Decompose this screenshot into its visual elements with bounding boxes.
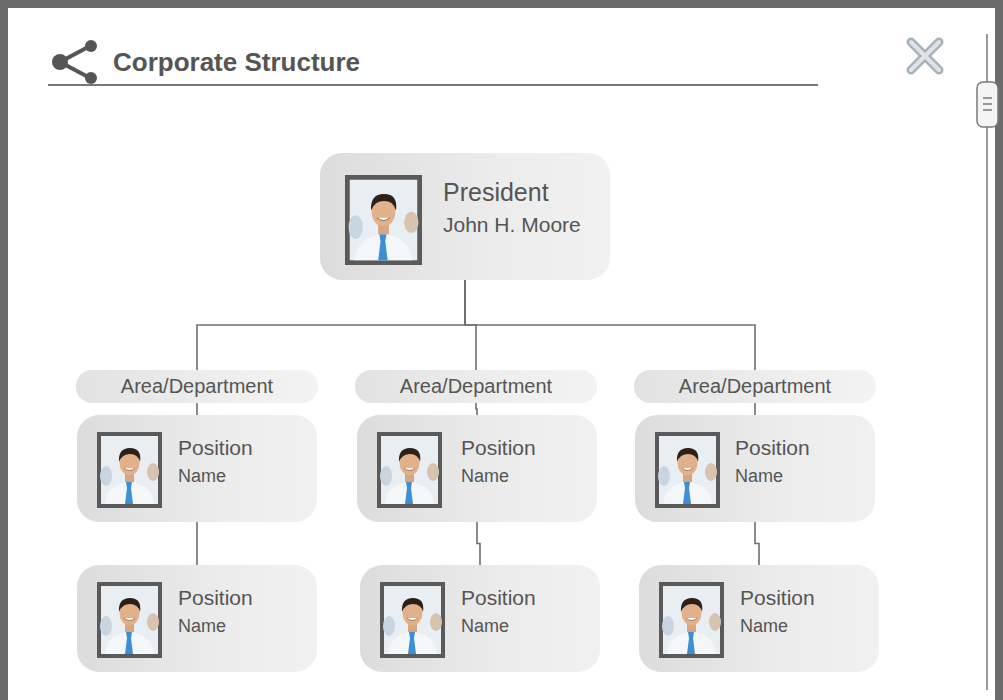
position-title: Position <box>178 435 253 461</box>
text-group: Area/Department <box>76 370 318 403</box>
portrait-photo <box>380 582 445 658</box>
position-title: Position <box>740 585 815 611</box>
person-name: Name <box>461 465 536 488</box>
portrait-photo <box>97 582 162 658</box>
position-box: PositionName <box>360 565 600 672</box>
org-connector <box>197 280 465 370</box>
person-name: Name <box>461 615 536 638</box>
title-rule <box>48 84 818 86</box>
scrollbar <box>977 34 998 690</box>
panel-title: Corporate Structure <box>113 47 360 78</box>
org-connector <box>755 522 759 565</box>
position-box: PositionName <box>357 415 597 522</box>
text-group: PositionName <box>461 585 536 638</box>
department-label: Area/Department <box>679 374 831 399</box>
position-box: PositionName <box>77 415 317 522</box>
org-connector <box>196 403 198 415</box>
org-connector <box>196 522 198 565</box>
text-group: PositionName <box>178 435 253 488</box>
portrait-photo <box>655 432 720 508</box>
person-name: Name <box>735 465 810 488</box>
text-group: PositionName <box>735 435 810 488</box>
text-group: PositionName <box>461 435 536 488</box>
department-band: Area/Department <box>634 370 876 403</box>
department-band: Area/Department <box>355 370 597 403</box>
portrait-photo <box>97 432 162 508</box>
position-box: PositionName <box>635 415 875 522</box>
text-group: Area/Department <box>634 370 876 403</box>
text-group: PositionName <box>740 585 815 638</box>
person-name: John H. Moore <box>443 212 581 238</box>
portrait-photo <box>377 432 442 508</box>
position-title: Position <box>178 585 253 611</box>
department-label: Area/Department <box>121 374 273 399</box>
person-name: Name <box>178 465 253 488</box>
share-icon <box>52 40 97 84</box>
org-connector <box>465 280 755 370</box>
position-box: PresidentJohn H. Moore <box>320 153 610 280</box>
position-title: Position <box>461 435 536 461</box>
org-connector <box>477 522 480 565</box>
portrait-photo <box>659 582 724 658</box>
close-icon <box>911 42 939 70</box>
person-name: Name <box>740 615 815 638</box>
text-group: Area/Department <box>355 370 597 403</box>
org-connector <box>476 403 477 415</box>
position-title: Position <box>461 585 536 611</box>
text-group: PresidentJohn H. Moore <box>443 177 581 239</box>
position-box: PositionName <box>639 565 879 672</box>
position-box: PositionName <box>77 565 317 672</box>
department-label: Area/Department <box>400 374 552 399</box>
portrait-photo <box>345 175 422 265</box>
text-group: PositionName <box>178 585 253 638</box>
org-connector <box>754 403 756 415</box>
department-band: Area/Department <box>76 370 318 403</box>
position-title: Position <box>735 435 810 461</box>
person-name: Name <box>178 615 253 638</box>
position-title: President <box>443 177 581 208</box>
